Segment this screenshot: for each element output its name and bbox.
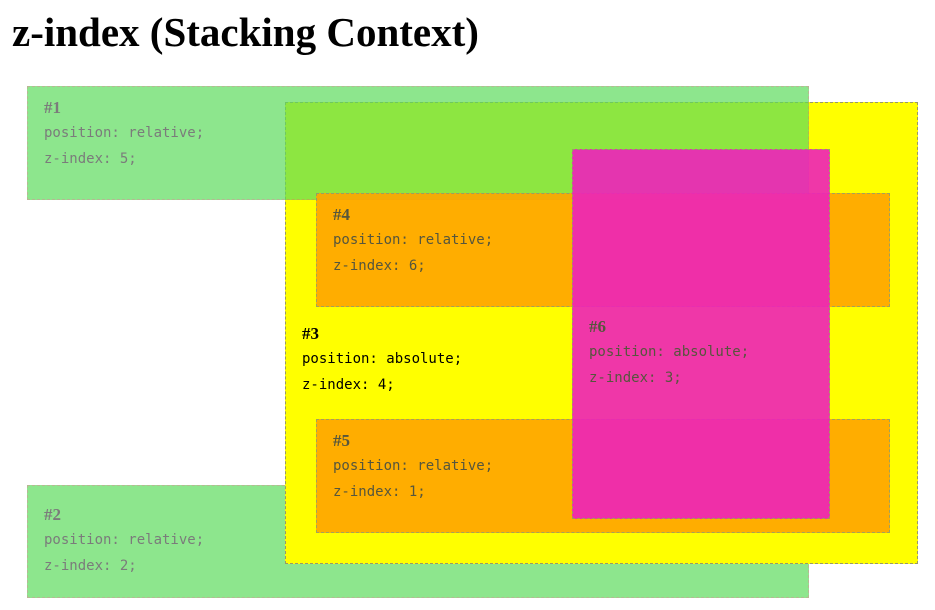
box-2-label: #2 [44, 505, 61, 524]
box-6: #6 position: absolute; z-index: 3; [572, 149, 830, 519]
box-4-zindex-text: z-index: 6; [333, 258, 426, 274]
box-5-label: #5 [333, 431, 350, 450]
box-3-label: #3 [302, 324, 319, 343]
box-5-zindex-text: z-index: 1; [333, 484, 426, 500]
box-5-position-text: position: relative; [333, 458, 494, 474]
box-6-position-text: position: absolute; [589, 344, 750, 360]
box-4-label: #4 [333, 205, 350, 224]
box-6-label: #6 [589, 317, 606, 336]
box-3-zindex-text: z-index: 4; [302, 377, 395, 393]
box-4-position-text: position: relative; [333, 232, 494, 248]
box-1-label: #1 [44, 98, 61, 117]
box-3-position-text: position: absolute; [302, 351, 463, 367]
box-2-position-text: position: relative; [44, 532, 205, 548]
box-1: #1 position: relative; z-index: 5; [27, 86, 809, 200]
box-2-zindex-text: z-index: 2; [44, 558, 137, 574]
box-6-zindex-text: z-index: 3; [589, 370, 682, 386]
box-1-zindex-text: z-index: 5; [44, 151, 137, 167]
page-title: z-index (Stacking Context) [12, 9, 479, 55]
box-1-position-text: position: relative; [44, 125, 205, 141]
